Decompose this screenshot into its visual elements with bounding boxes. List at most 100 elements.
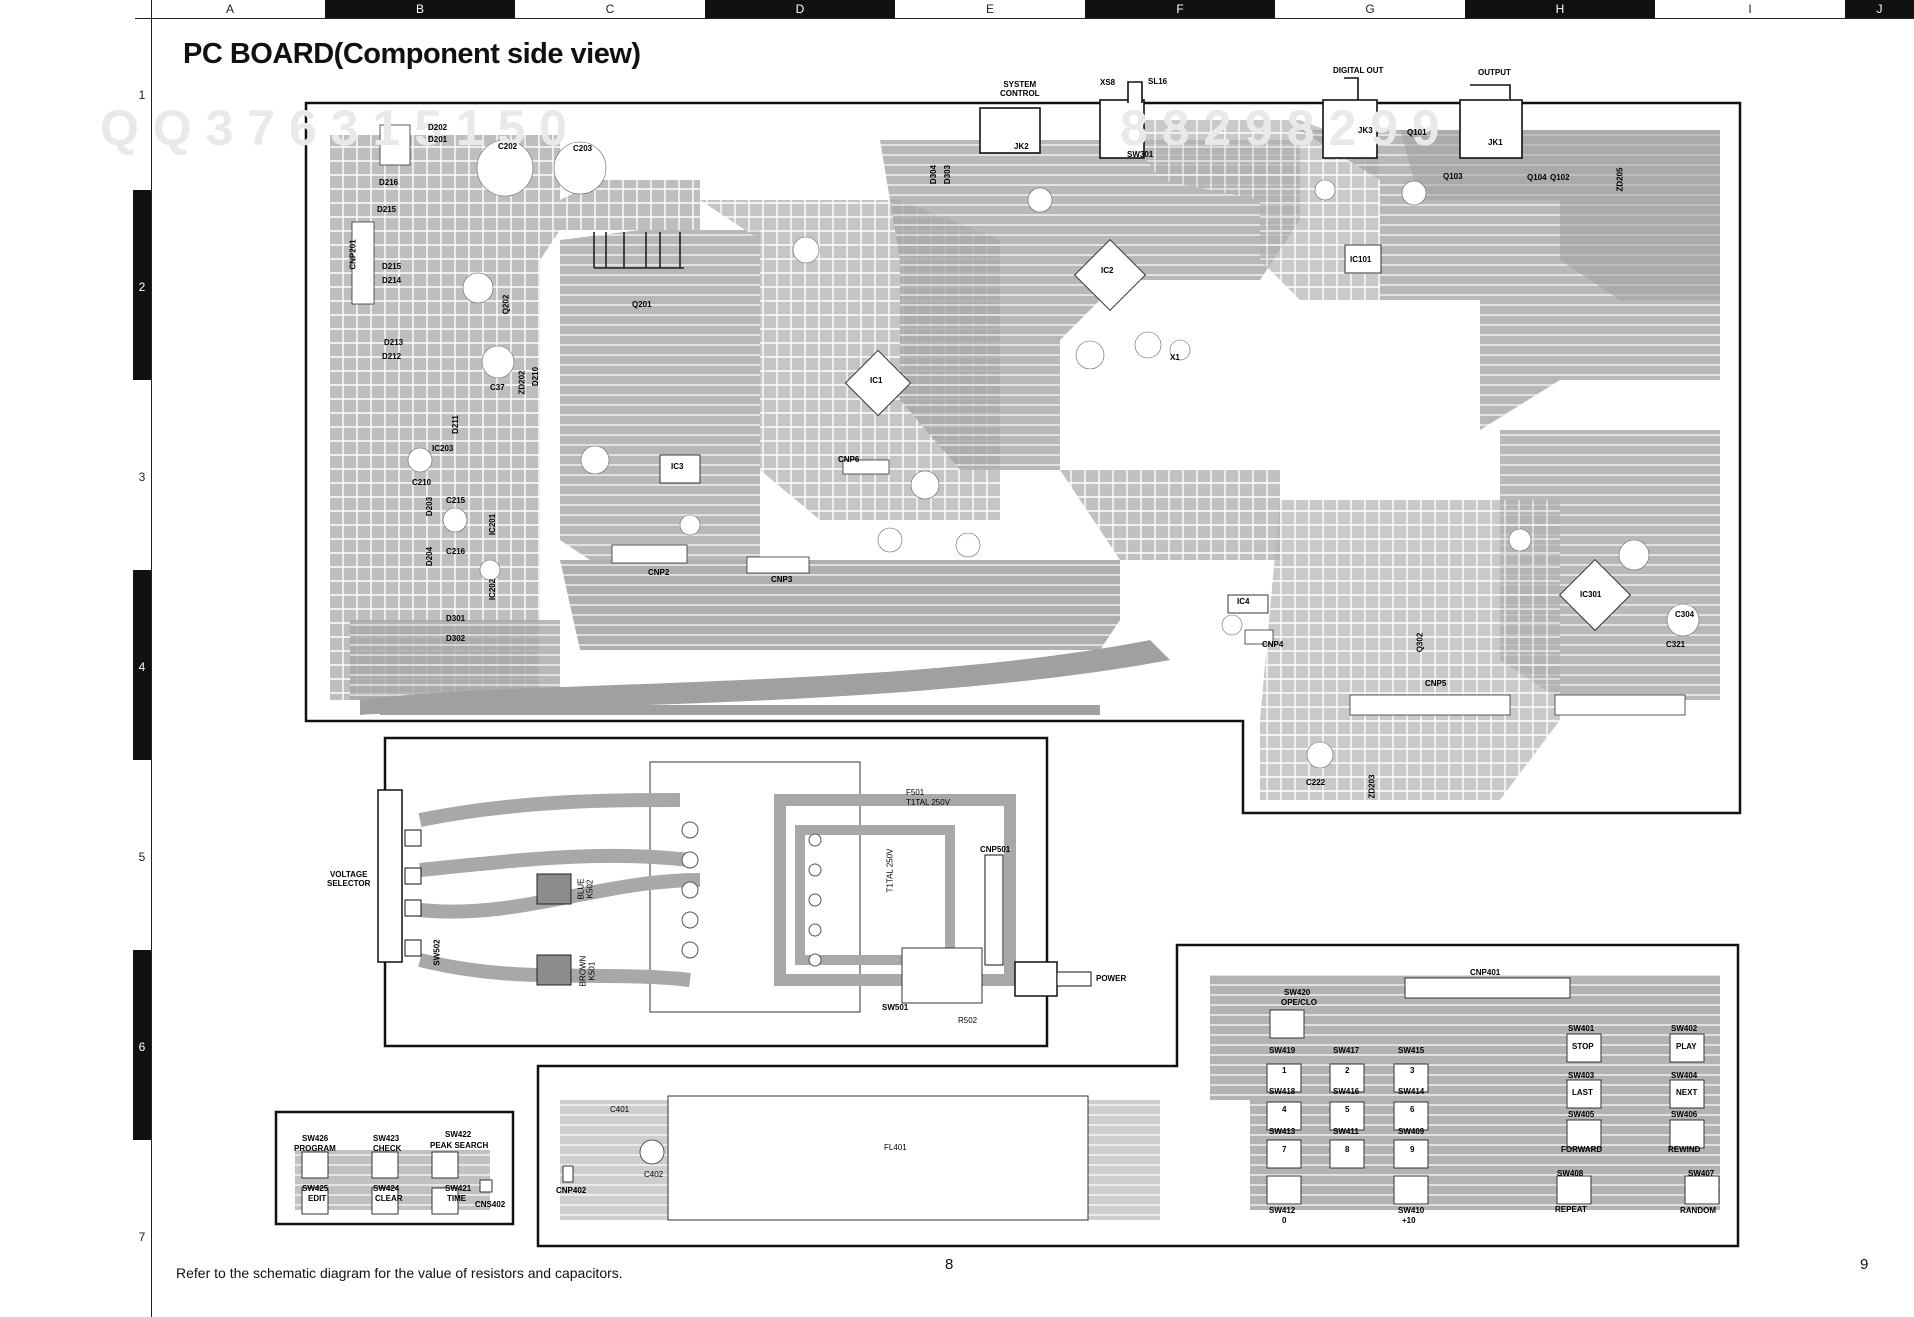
sw424-id: SW424	[373, 1184, 400, 1193]
sw421-button[interactable]: TIME	[447, 1194, 467, 1203]
sw409-id: SW409	[1398, 1127, 1425, 1136]
c222-label: C222	[1306, 778, 1326, 787]
d301-label: D301	[446, 614, 466, 623]
q101-label: Q101	[1407, 128, 1427, 137]
cnp201-label: CNP201	[348, 239, 358, 270]
sw419-button[interactable]: 1	[1282, 1066, 1287, 1075]
sw301-label: SW301	[1127, 150, 1154, 159]
column-label: F	[1085, 0, 1275, 18]
column-label: J	[1845, 0, 1914, 18]
cnp3-label: CNP3	[771, 575, 793, 584]
power-label: POWER	[1096, 974, 1127, 983]
sw412-button[interactable]: 0	[1282, 1216, 1287, 1225]
footer-note: Refer to the schematic diagram for the v…	[176, 1265, 623, 1281]
sw407-button[interactable]: RANDOM	[1680, 1206, 1716, 1215]
column-label: H	[1465, 0, 1655, 18]
d215-label: D215	[377, 205, 397, 214]
sw422-button[interactable]: PEAK SEARCH	[430, 1141, 489, 1150]
sw425-button[interactable]: EDIT	[308, 1194, 327, 1203]
c321-label: C321	[1666, 640, 1686, 649]
d204-label: D204	[425, 546, 435, 567]
sw415-button[interactable]: 3	[1410, 1066, 1415, 1075]
ic201-label: IC201	[488, 513, 498, 536]
sw423-id: SW423	[373, 1134, 400, 1143]
r502-label: R502	[958, 1016, 978, 1025]
page-title: PC BOARD(Component side view)	[183, 38, 641, 70]
sw416-button[interactable]: 5	[1345, 1105, 1350, 1114]
c203-label: C203	[573, 144, 593, 153]
c210-label: C210	[412, 478, 432, 487]
sw426-button[interactable]: PROGRAM	[294, 1144, 336, 1153]
sw409-button[interactable]: 9	[1410, 1145, 1415, 1154]
sw417-button[interactable]: 2	[1345, 1066, 1350, 1075]
ic301-label: IC301	[1580, 590, 1602, 599]
front-board	[536, 943, 1740, 1248]
sw415-id: SW415	[1398, 1046, 1425, 1055]
sw413-button[interactable]: 7	[1282, 1145, 1287, 1154]
q102-label: Q102	[1550, 173, 1570, 182]
row-label: 6	[133, 950, 151, 1140]
q201-label: Q201	[632, 300, 652, 309]
jk2-label: JK2	[1014, 142, 1029, 151]
f502-rating-label: T1TAL 250V	[885, 848, 895, 893]
sl16-label: SL16	[1148, 77, 1168, 86]
f501-label: F501	[906, 788, 925, 797]
sw421-id: SW421	[445, 1184, 472, 1193]
d216-label: D216	[379, 178, 399, 187]
column-label: I	[1748, 2, 1752, 16]
d211-label: D211	[450, 415, 460, 434]
sw405-button[interactable]: FORWARD	[1561, 1145, 1603, 1154]
d213-label: D213	[384, 338, 404, 347]
column-label: E	[985, 2, 994, 16]
sw502-label: SW502	[432, 939, 442, 966]
d303-label: D303	[943, 164, 953, 185]
zd202-label: ZD202	[517, 370, 527, 395]
cnp4-label: CNP4	[1262, 640, 1284, 649]
key-board	[274, 1110, 515, 1226]
row-label: 3	[138, 470, 146, 484]
sw411-button[interactable]: 8	[1345, 1145, 1350, 1154]
sw423-button[interactable]: CHECK	[373, 1144, 402, 1153]
ic4-label: IC4	[1237, 597, 1250, 606]
row-label: 5	[138, 850, 146, 864]
sw402-button[interactable]: PLAY	[1676, 1042, 1697, 1051]
ic3-label: IC3	[671, 462, 684, 471]
sw420-id: SW420	[1284, 988, 1311, 997]
sw414-button[interactable]: 6	[1410, 1105, 1415, 1114]
q202-label: Q202	[501, 294, 511, 315]
d212-label: D212	[382, 352, 402, 361]
sw424-button[interactable]: CLEAR	[375, 1194, 403, 1203]
d214-label: D214	[382, 276, 402, 285]
sw403-button[interactable]: LAST	[1572, 1088, 1593, 1097]
sw406-button[interactable]: REWIND	[1668, 1145, 1701, 1154]
sw420-button[interactable]: OPE/CLO	[1281, 998, 1318, 1007]
sw401-button[interactable]: STOP	[1572, 1042, 1594, 1051]
sw408-button[interactable]: REPEAT	[1555, 1205, 1587, 1214]
sw411-id: SW411	[1333, 1127, 1359, 1136]
sw426-id: SW426	[302, 1134, 329, 1143]
row-label: 2	[133, 190, 151, 380]
row-label: 7	[138, 1230, 146, 1244]
sw422-id: SW422	[445, 1130, 472, 1139]
sw418-button[interactable]: 4	[1282, 1105, 1287, 1114]
sw404-button[interactable]: NEXT	[1676, 1088, 1698, 1097]
c202-label: C202	[498, 142, 518, 151]
sw419-id: SW419	[1269, 1046, 1296, 1055]
row-ruler: 1 2 3 4 5 6 7	[133, 0, 152, 1317]
c401-label: C401	[610, 1105, 630, 1114]
digital-out-label: DIGITAL OUT	[1333, 66, 1384, 75]
d203-label: D203	[425, 496, 435, 517]
sw410-button[interactable]: +10	[1402, 1216, 1416, 1225]
sw408-id: SW408	[1557, 1169, 1584, 1178]
sw401-id: SW401	[1568, 1024, 1595, 1033]
output-label: OUTPUT	[1478, 68, 1511, 77]
cnp6-label: CNP6	[838, 455, 860, 464]
q302-label: Q302	[1415, 632, 1425, 653]
sw501-label: SW501	[882, 1003, 909, 1012]
ic203-label: IC203	[432, 444, 454, 453]
d215b-label: D215	[382, 262, 402, 271]
